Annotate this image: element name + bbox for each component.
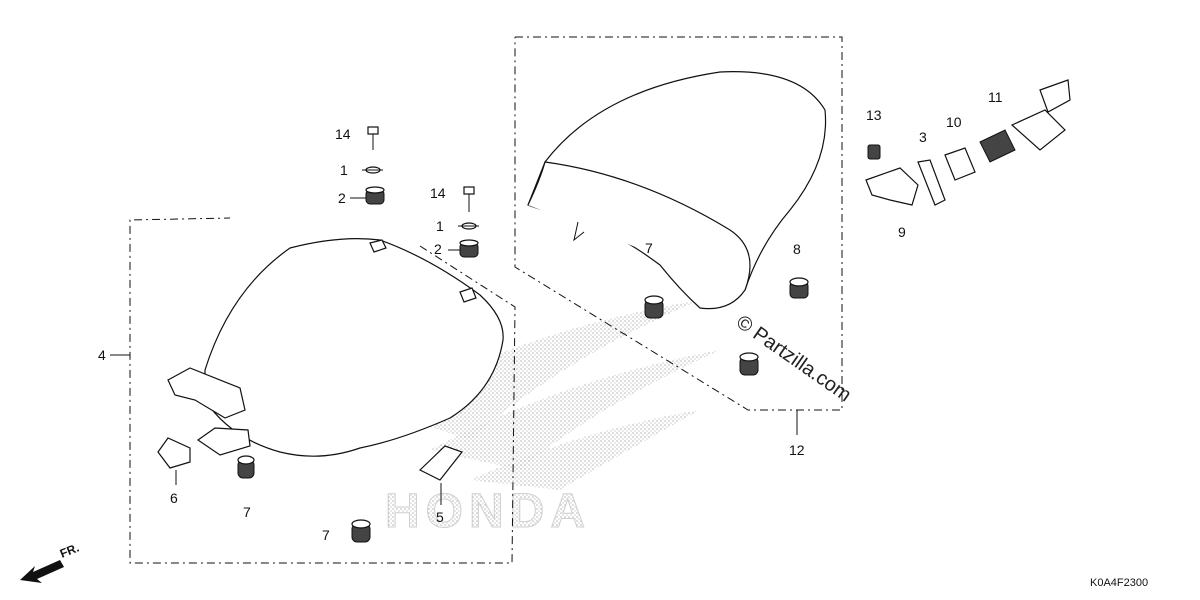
callout-14-right[interactable]: 14 [430,185,446,201]
callout-2-left[interactable]: 2 [338,190,346,206]
honda-watermark-text: HONDA [385,485,591,538]
bolt-14-right [463,186,475,212]
callout-5[interactable]: 5 [436,509,444,525]
callout-4[interactable]: 4 [98,347,106,363]
callout-13[interactable]: 13 [866,107,882,123]
bolt-14-left [367,126,379,150]
cushion-7-b [351,519,371,543]
bolt-13 [867,144,881,160]
callout-12[interactable]: 12 [789,442,805,458]
callout-3[interactable]: 3 [919,129,927,145]
callout-11[interactable]: 11 [988,89,1003,105]
cushion-7-a [237,455,255,479]
grommet-2-right [459,239,479,258]
callout-2-right[interactable]: 2 [434,241,442,257]
callout-6[interactable]: 6 [170,490,178,506]
callout-7-c[interactable]: 7 [645,240,653,256]
rear-seat-group-box [514,36,843,411]
grommet-2-left [365,186,385,205]
callout-8[interactable]: 8 [793,241,801,257]
front-direction-arrow: FR. [20,541,81,583]
key-cylinder-11 [979,79,1071,163]
callout-10[interactable]: 10 [946,114,962,130]
bracket-5 [418,445,463,481]
callout-7-a[interactable]: 7 [243,504,251,520]
callout-9[interactable]: 9 [898,224,906,240]
spring-3 [917,159,946,206]
callout-7-b[interactable]: 7 [322,527,330,543]
front-direction-label: FR. [58,541,81,561]
callout-1-right[interactable]: 1 [436,218,444,234]
rear-seat [527,71,827,310]
gasket-10 [944,147,976,181]
front-seat [167,238,504,457]
front-seat-group-box [129,217,516,564]
cushion-8 [789,277,809,299]
cushion-7-d [739,352,759,376]
cushion-7-c [644,295,664,319]
callout-14-left[interactable]: 14 [335,126,351,142]
diagram-code: K0A4F2300 [1090,577,1148,589]
callout-1-left[interactable]: 1 [340,162,348,178]
clip-6 [157,437,191,469]
lock-bracket-9 [865,167,919,206]
